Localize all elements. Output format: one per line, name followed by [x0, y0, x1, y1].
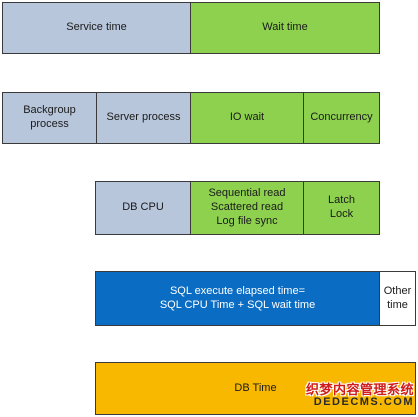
- io-wait-box: IO wait: [190, 92, 304, 144]
- other-time-box: Other time: [379, 271, 416, 326]
- sql-elapsed-time-label: SQL execute elapsed time= SQL CPU Time +…: [159, 284, 316, 311]
- wait-time-box: Wait time: [190, 2, 380, 54]
- background-process-box: Backgroup process: [2, 92, 97, 144]
- concurrency-label: Concurrency: [310, 111, 373, 124]
- db-time-box: DB Time: [95, 362, 416, 415]
- watermark: 织梦内容管理系统 DEDECMS.COM: [306, 379, 414, 413]
- io-wait-label: IO wait: [229, 111, 265, 124]
- sql-elapsed-time-box: SQL execute elapsed time= SQL CPU Time +…: [95, 271, 380, 326]
- server-process-label: Server process: [106, 111, 181, 124]
- service-time-box: Service time: [2, 2, 191, 54]
- server-process-box: Server process: [96, 92, 191, 144]
- db-cpu-label: DB CPU: [122, 201, 164, 214]
- background-process-label: Backgroup process: [23, 104, 76, 130]
- other-time-label: Other time: [383, 284, 412, 311]
- watermark-domain: DEDECMS.COM: [313, 396, 414, 408]
- watermark-title: 织梦内容管理系统: [305, 382, 414, 397]
- db-cpu-box: DB CPU: [95, 181, 191, 235]
- io-events-box: Sequential read Scattered read Log file …: [190, 181, 304, 235]
- latch-lock-box: Latch Lock: [303, 181, 380, 235]
- service-time-label: Service time: [66, 21, 127, 34]
- latch-lock-label: Latch Lock: [328, 194, 355, 220]
- wait-time-label: Wait time: [262, 21, 308, 34]
- db-time-label: DB Time: [234, 381, 277, 394]
- io-events-label: Sequential read Scattered read Log file …: [208, 187, 286, 227]
- concurrency-box: Concurrency: [303, 92, 380, 144]
